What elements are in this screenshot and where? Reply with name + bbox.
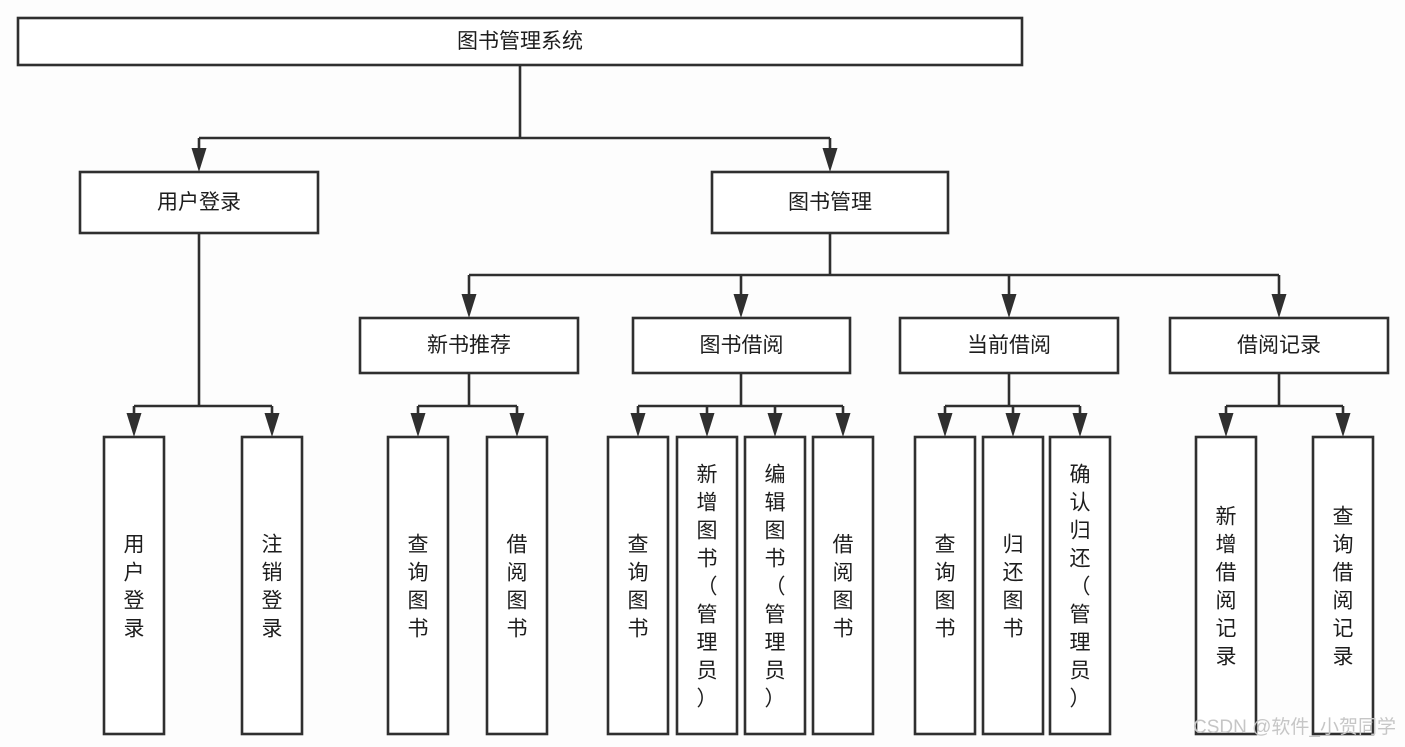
node-box[interactable] (811, 435, 875, 736)
node-label: 用户登录 (157, 191, 241, 214)
connector-group-root (191, 65, 838, 172)
connector-group-new-book-rec (410, 373, 525, 437)
node-label: 新增图书（管理员） (697, 463, 718, 710)
arrowhead-icon (1005, 413, 1021, 437)
arrowhead-icon (1001, 294, 1017, 318)
node-user-login[interactable]: 用户登录 (78, 170, 320, 235)
node-label: 图书管理系统 (457, 30, 583, 53)
node-box[interactable] (913, 435, 977, 736)
nodes-layer: 图书管理系统用户登录图书管理新书推荐图书借阅当前借阅借阅记录用户登录注销登录查询… (16, 16, 1390, 736)
node-leaf-query-book-2[interactable]: 查询图书 (606, 435, 670, 736)
node-label: 确认归还（管理员） (1070, 463, 1091, 710)
node-leaf-edit-book[interactable]: 编辑图书（管理员） (743, 435, 807, 736)
node-leaf-confirm-return[interactable]: 确认归还（管理员） (1048, 435, 1112, 736)
node-book-borrow[interactable]: 图书借阅 (631, 316, 852, 375)
node-leaf-borrow-book-1[interactable]: 借阅图书 (485, 435, 549, 736)
node-box[interactable] (1311, 435, 1375, 736)
connector-group-borrow-record (1218, 373, 1351, 437)
node-box[interactable] (743, 435, 807, 736)
arrowhead-icon (835, 413, 851, 437)
node-label: 查询图书 (408, 533, 429, 640)
connector-group-user-login (126, 233, 280, 437)
node-root[interactable]: 图书管理系统 (16, 16, 1024, 67)
connector-group-book-manage (461, 233, 1287, 318)
node-box[interactable] (358, 316, 580, 375)
node-leaf-user-login[interactable]: 用户登录 (102, 435, 166, 736)
connectors-layer (126, 65, 1351, 437)
arrowhead-icon (410, 413, 426, 437)
arrowhead-icon (509, 413, 525, 437)
node-box[interactable] (1048, 435, 1112, 736)
node-label: 查询图书 (935, 533, 956, 640)
node-box[interactable] (710, 170, 950, 235)
node-leaf-logout[interactable]: 注销登录 (240, 435, 304, 736)
node-leaf-query-book-3[interactable]: 查询图书 (913, 435, 977, 736)
arrowhead-icon (264, 413, 280, 437)
node-box[interactable] (78, 170, 320, 235)
arrowhead-icon (461, 294, 477, 318)
node-box[interactable] (675, 435, 739, 736)
arrowhead-icon (1271, 294, 1287, 318)
node-leaf-return-book[interactable]: 归还图书 (981, 435, 1045, 736)
node-box[interactable] (240, 435, 304, 736)
node-label: 新增借阅记录 (1216, 505, 1237, 668)
node-label: 查询借阅记录 (1333, 505, 1354, 668)
arrowhead-icon (733, 294, 749, 318)
arrowhead-icon (126, 413, 142, 437)
node-book-manage[interactable]: 图书管理 (710, 170, 950, 235)
arrowhead-icon (630, 413, 646, 437)
node-box[interactable] (981, 435, 1045, 736)
node-new-book-rec[interactable]: 新书推荐 (358, 316, 580, 375)
node-leaf-query-book-1[interactable]: 查询图书 (386, 435, 450, 736)
node-box[interactable] (1194, 435, 1258, 736)
arrowhead-icon (1218, 413, 1234, 437)
node-label: 编辑图书（管理员） (765, 463, 786, 710)
node-box[interactable] (1168, 316, 1390, 375)
arrowhead-icon (1072, 413, 1088, 437)
node-label: 当前借阅 (967, 334, 1051, 357)
node-borrow-record[interactable]: 借阅记录 (1168, 316, 1390, 375)
node-leaf-add-book[interactable]: 新增图书（管理员） (675, 435, 739, 736)
node-box[interactable] (631, 316, 852, 375)
node-leaf-query-record[interactable]: 查询借阅记录 (1311, 435, 1375, 736)
arrowhead-icon (822, 148, 838, 172)
node-label: 图书借阅 (700, 334, 784, 357)
node-leaf-borrow-book-2[interactable]: 借阅图书 (811, 435, 875, 736)
arrowhead-icon (191, 148, 207, 172)
connector-group-book-borrow (630, 373, 851, 437)
node-box[interactable] (898, 316, 1120, 375)
node-label: 新书推荐 (427, 334, 511, 357)
node-label: 查询图书 (628, 533, 649, 640)
arrowhead-icon (1335, 413, 1351, 437)
csdn-watermark: CSDN @软件_小贺同学 (1193, 716, 1396, 738)
arrowhead-icon (937, 413, 953, 437)
node-box[interactable] (485, 435, 549, 736)
node-label: 图书管理 (788, 191, 872, 214)
node-box[interactable] (386, 435, 450, 736)
node-label: 用户登录 (124, 533, 145, 640)
node-box[interactable] (606, 435, 670, 736)
node-label: 归还图书 (1003, 533, 1024, 640)
node-label: 借阅图书 (833, 533, 854, 640)
node-label: 借阅记录 (1237, 334, 1321, 357)
node-leaf-add-record[interactable]: 新增借阅记录 (1194, 435, 1258, 736)
node-box[interactable] (16, 16, 1024, 67)
arrowhead-icon (767, 413, 783, 437)
node-box[interactable] (102, 435, 166, 736)
node-current-borrow[interactable]: 当前借阅 (898, 316, 1120, 375)
arrowhead-icon (699, 413, 715, 437)
node-label: 注销登录 (262, 533, 283, 640)
node-label: 借阅图书 (507, 533, 528, 640)
connector-group-current-borrow (937, 373, 1088, 437)
